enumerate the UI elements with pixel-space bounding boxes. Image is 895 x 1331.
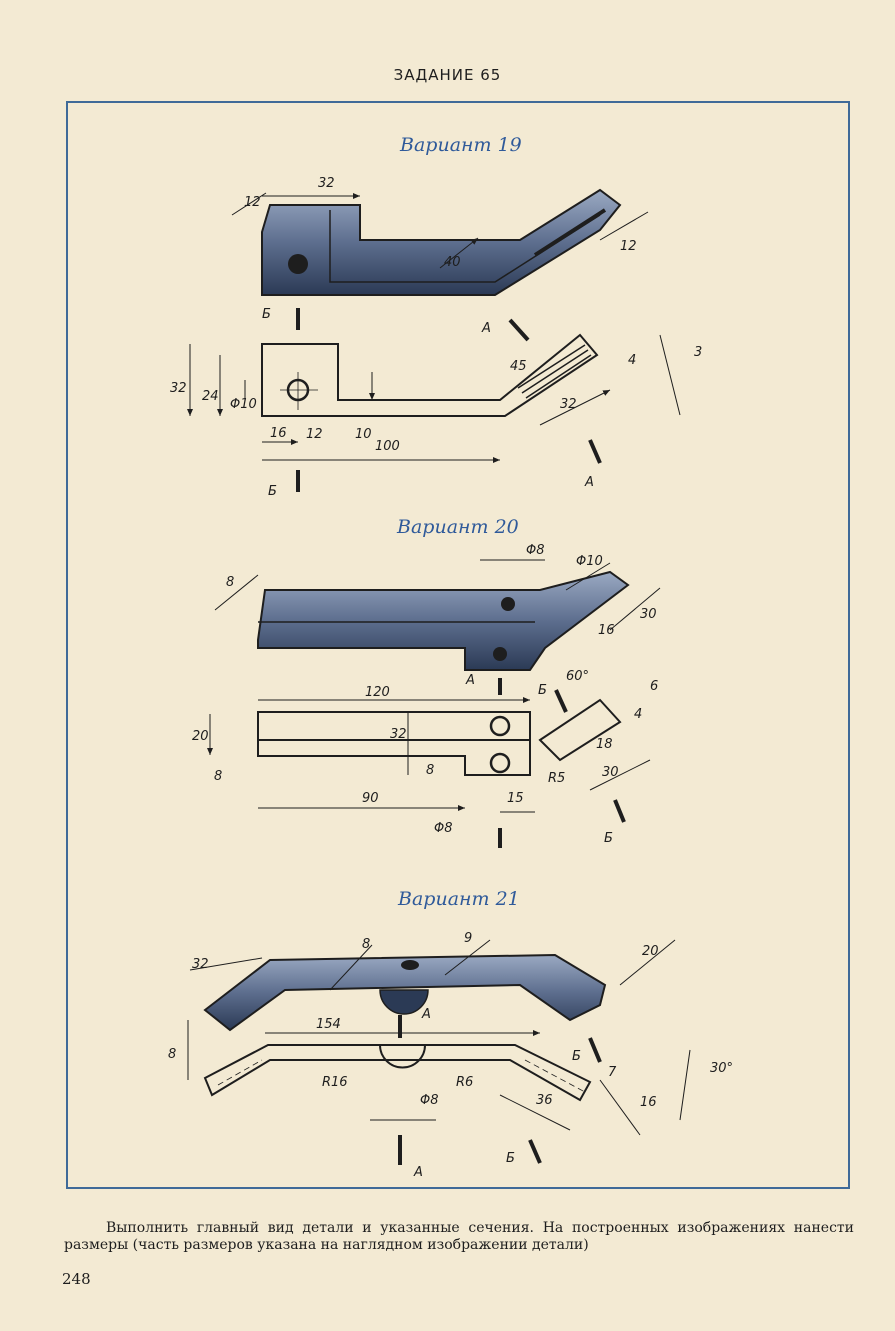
v21-dim-r6: R6 — [456, 1075, 473, 1090]
v20-iso-dim-8: 8 — [226, 575, 234, 590]
v21-dim-7: 7 — [608, 1065, 617, 1080]
v21-iso-dim-8: 8 — [362, 937, 370, 952]
v20-iso-dim-diam10: Φ10 — [576, 554, 603, 569]
variant-19-iso-dimensions — [231, 192, 649, 269]
v20-dim-32: 32 — [390, 727, 407, 742]
v20-dim-8a: 8 — [214, 769, 222, 784]
v21-dim-8: 8 — [168, 1047, 176, 1062]
v20-dim-20: 20 — [192, 729, 209, 744]
v20-dim-r5: R5 — [548, 771, 565, 786]
v20-iso-dim-16: 16 — [598, 623, 615, 638]
v19-iso-dim-32: 32 — [318, 176, 335, 191]
v20-iso-dim-diam8: Φ8 — [526, 543, 545, 558]
v19-section-b-bottom: Б — [268, 484, 277, 499]
v21-dim-154: 154 — [316, 1017, 341, 1032]
v19-dim-32: 32 — [170, 381, 187, 396]
page-frame — [66, 101, 850, 1189]
v19-section-a-top: А — [481, 321, 491, 336]
task-header: ЗАДАНИЕ 65 — [393, 66, 502, 84]
v19-iso-dim-12a: 12 — [244, 195, 261, 210]
v21-dim-diam8: Φ8 — [420, 1093, 439, 1108]
v19-dim-10: 10 — [355, 427, 372, 442]
v21-iso-dim-20: 20 — [642, 944, 659, 959]
v20-dim-8b: 8 — [426, 763, 434, 778]
v19-dim-12: 12 — [306, 427, 323, 442]
v20-dim-4: 4 — [634, 707, 642, 722]
v21-iso-dim-32: 32 — [192, 957, 209, 972]
v20-dim-6: 6 — [650, 679, 658, 694]
v20-dim-30: 30 — [602, 765, 619, 780]
variant-19-isometric — [261, 188, 622, 296]
variant-20-front-view — [207, 678, 651, 848]
v21-dim-16: 16 — [640, 1095, 657, 1110]
v20-dim-diam8: Φ8 — [434, 821, 453, 836]
v19-dim-100: 100 — [375, 439, 400, 454]
v20-dim-15: 15 — [507, 791, 524, 806]
v21-dim-36: 36 — [536, 1093, 553, 1108]
v21-section-a-bottom: А — [413, 1165, 423, 1180]
v20-iso-dim-30: 30 — [640, 607, 657, 622]
variant-21-title: Вариант 21 — [398, 888, 520, 910]
v21-section-a-top: А — [421, 1007, 431, 1022]
v19-dim-diam10: Φ10 — [230, 397, 257, 412]
variant-20-iso-dimensions — [214, 559, 661, 631]
v20-section-b-top: Б — [538, 683, 547, 698]
v21-dim-r16: R16 — [322, 1075, 348, 1090]
page-number: 248 — [62, 1270, 91, 1288]
variant-21-iso-dimensions — [189, 939, 676, 991]
v21-section-b-top: Б — [572, 1049, 581, 1064]
v21-dim-30deg: 30° — [710, 1061, 733, 1076]
variant-21-front-view — [187, 1015, 691, 1165]
v19-dim-32b: 32 — [560, 397, 577, 412]
v19-dim-3: 3 — [694, 345, 702, 360]
v19-iso-dim-12b: 12 — [620, 239, 637, 254]
v20-section-a: А — [465, 673, 475, 688]
v19-dim-16: 16 — [270, 426, 287, 441]
v19-dim-24: 24 — [202, 389, 219, 404]
v20-section-b-bottom: Б — [604, 831, 613, 846]
v21-section-b-bottom: Б — [506, 1151, 515, 1166]
task-caption: Выполнить главный вид детали и указанные… — [64, 1220, 854, 1253]
v19-iso-dim-40: 40 — [444, 255, 461, 270]
v20-dim-120: 120 — [365, 685, 390, 700]
v20-dim-90: 90 — [362, 791, 379, 806]
variant-19-title: Вариант 19 — [400, 134, 522, 156]
variant-20-isometric — [257, 570, 630, 671]
v20-dim-18: 18 — [596, 737, 613, 752]
v19-dim-4: 4 — [628, 353, 636, 368]
variant-19-front-view — [187, 308, 681, 492]
v19-section-b-top: Б — [262, 307, 271, 322]
v19-dim-45: 45 — [510, 359, 527, 374]
variant-20-title: Вариант 20 — [397, 516, 519, 538]
v21-iso-dim-9: 9 — [464, 931, 472, 946]
v20-dim-60deg: 60° — [566, 669, 589, 684]
v19-section-a-bottom: А — [584, 475, 594, 490]
variant-21-isometric — [203, 953, 607, 1032]
